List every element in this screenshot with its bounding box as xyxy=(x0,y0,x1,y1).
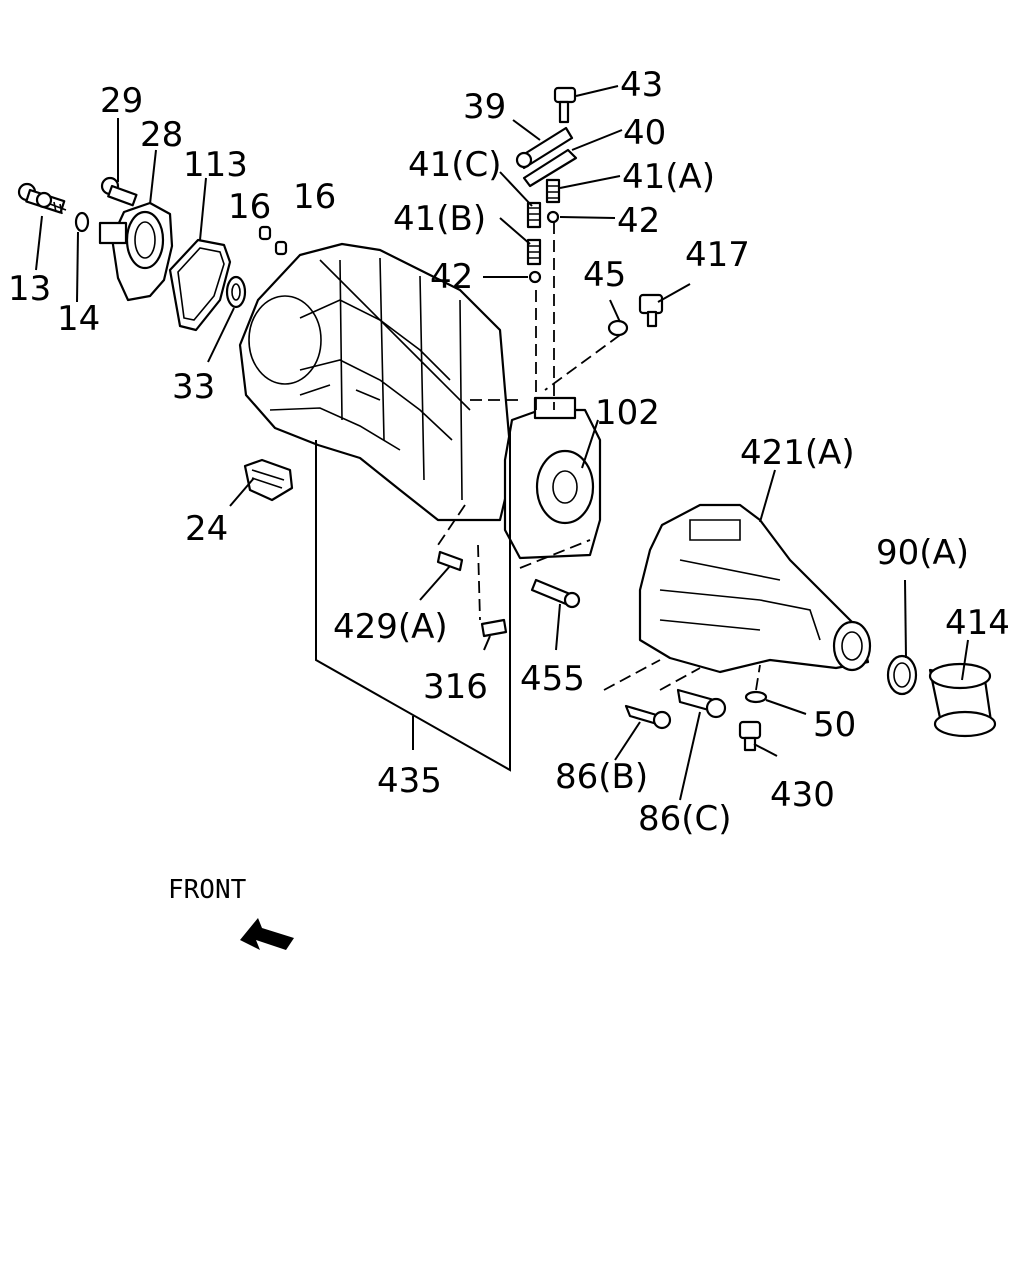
label-24: 24 xyxy=(185,509,228,549)
plate-40 xyxy=(522,148,578,188)
sleeve-414 xyxy=(928,662,997,738)
label-429a: 429(A) xyxy=(333,607,448,647)
label-42a: 42 xyxy=(617,201,660,241)
label-90a: 90(A) xyxy=(876,533,969,573)
label-29: 29 xyxy=(100,81,143,121)
gasket-113 xyxy=(168,238,232,332)
pad-24 xyxy=(243,458,294,502)
label-42b: 42 xyxy=(430,257,473,297)
bolt-13 xyxy=(17,182,67,215)
bolt-29 xyxy=(100,176,138,207)
oring-50 xyxy=(744,690,768,704)
label-16a: 16 xyxy=(228,187,271,227)
plug-430 xyxy=(738,720,762,752)
part-labels: 13 14 29 28 113 16 16 33 24 39 43 40 41(… xyxy=(8,65,1010,839)
spring-41b xyxy=(526,238,542,266)
leader-lines xyxy=(35,85,969,801)
bolt-86b xyxy=(624,704,672,730)
spring-41c xyxy=(526,201,542,229)
label-102: 102 xyxy=(595,393,660,433)
extension-housing-421a xyxy=(638,503,872,674)
front-arrow-icon xyxy=(240,918,294,950)
key-316 xyxy=(480,618,508,638)
label-414: 414 xyxy=(945,603,1010,643)
link-39 xyxy=(515,126,574,170)
front-label: FRONT xyxy=(168,875,247,905)
bolt-86c xyxy=(676,688,727,719)
label-40: 40 xyxy=(623,113,666,153)
label-430: 430 xyxy=(770,775,835,815)
label-39: 39 xyxy=(463,87,506,127)
ring-45 xyxy=(607,319,629,337)
label-113: 113 xyxy=(183,145,248,185)
ball-42a xyxy=(546,210,560,224)
bolt-43 xyxy=(553,86,577,124)
label-421a: 421(A) xyxy=(740,433,855,473)
pin-16b xyxy=(274,240,288,256)
bearing-33 xyxy=(225,275,247,309)
label-16b: 16 xyxy=(293,177,336,217)
pin-16a xyxy=(258,225,272,241)
label-435: 435 xyxy=(377,761,442,801)
label-455: 455 xyxy=(520,659,585,699)
label-13: 13 xyxy=(8,269,51,309)
washer-14 xyxy=(74,211,90,233)
cover-28 xyxy=(98,201,174,302)
ball-42b xyxy=(528,270,542,284)
label-45: 45 xyxy=(583,255,626,295)
spring-41a xyxy=(545,178,561,204)
label-316: 316 xyxy=(423,667,488,707)
label-41b: 41(B) xyxy=(393,199,486,239)
seal-90a xyxy=(886,654,918,696)
label-33: 33 xyxy=(172,367,215,407)
label-50: 50 xyxy=(813,705,856,745)
switch-417 xyxy=(638,293,664,328)
label-41a: 41(A) xyxy=(622,157,715,197)
pin-429a xyxy=(436,550,464,572)
label-28: 28 xyxy=(140,115,183,155)
label-14: 14 xyxy=(57,299,100,339)
label-417: 417 xyxy=(685,235,750,275)
assembly-lines xyxy=(437,222,761,691)
adapter-plate-102 xyxy=(503,396,602,560)
bolt-455 xyxy=(530,578,581,609)
label-43: 43 xyxy=(620,65,663,105)
label-86c: 86(C) xyxy=(638,799,732,839)
label-86b: 86(B) xyxy=(555,757,648,797)
label-41c: 41(C) xyxy=(408,145,502,185)
